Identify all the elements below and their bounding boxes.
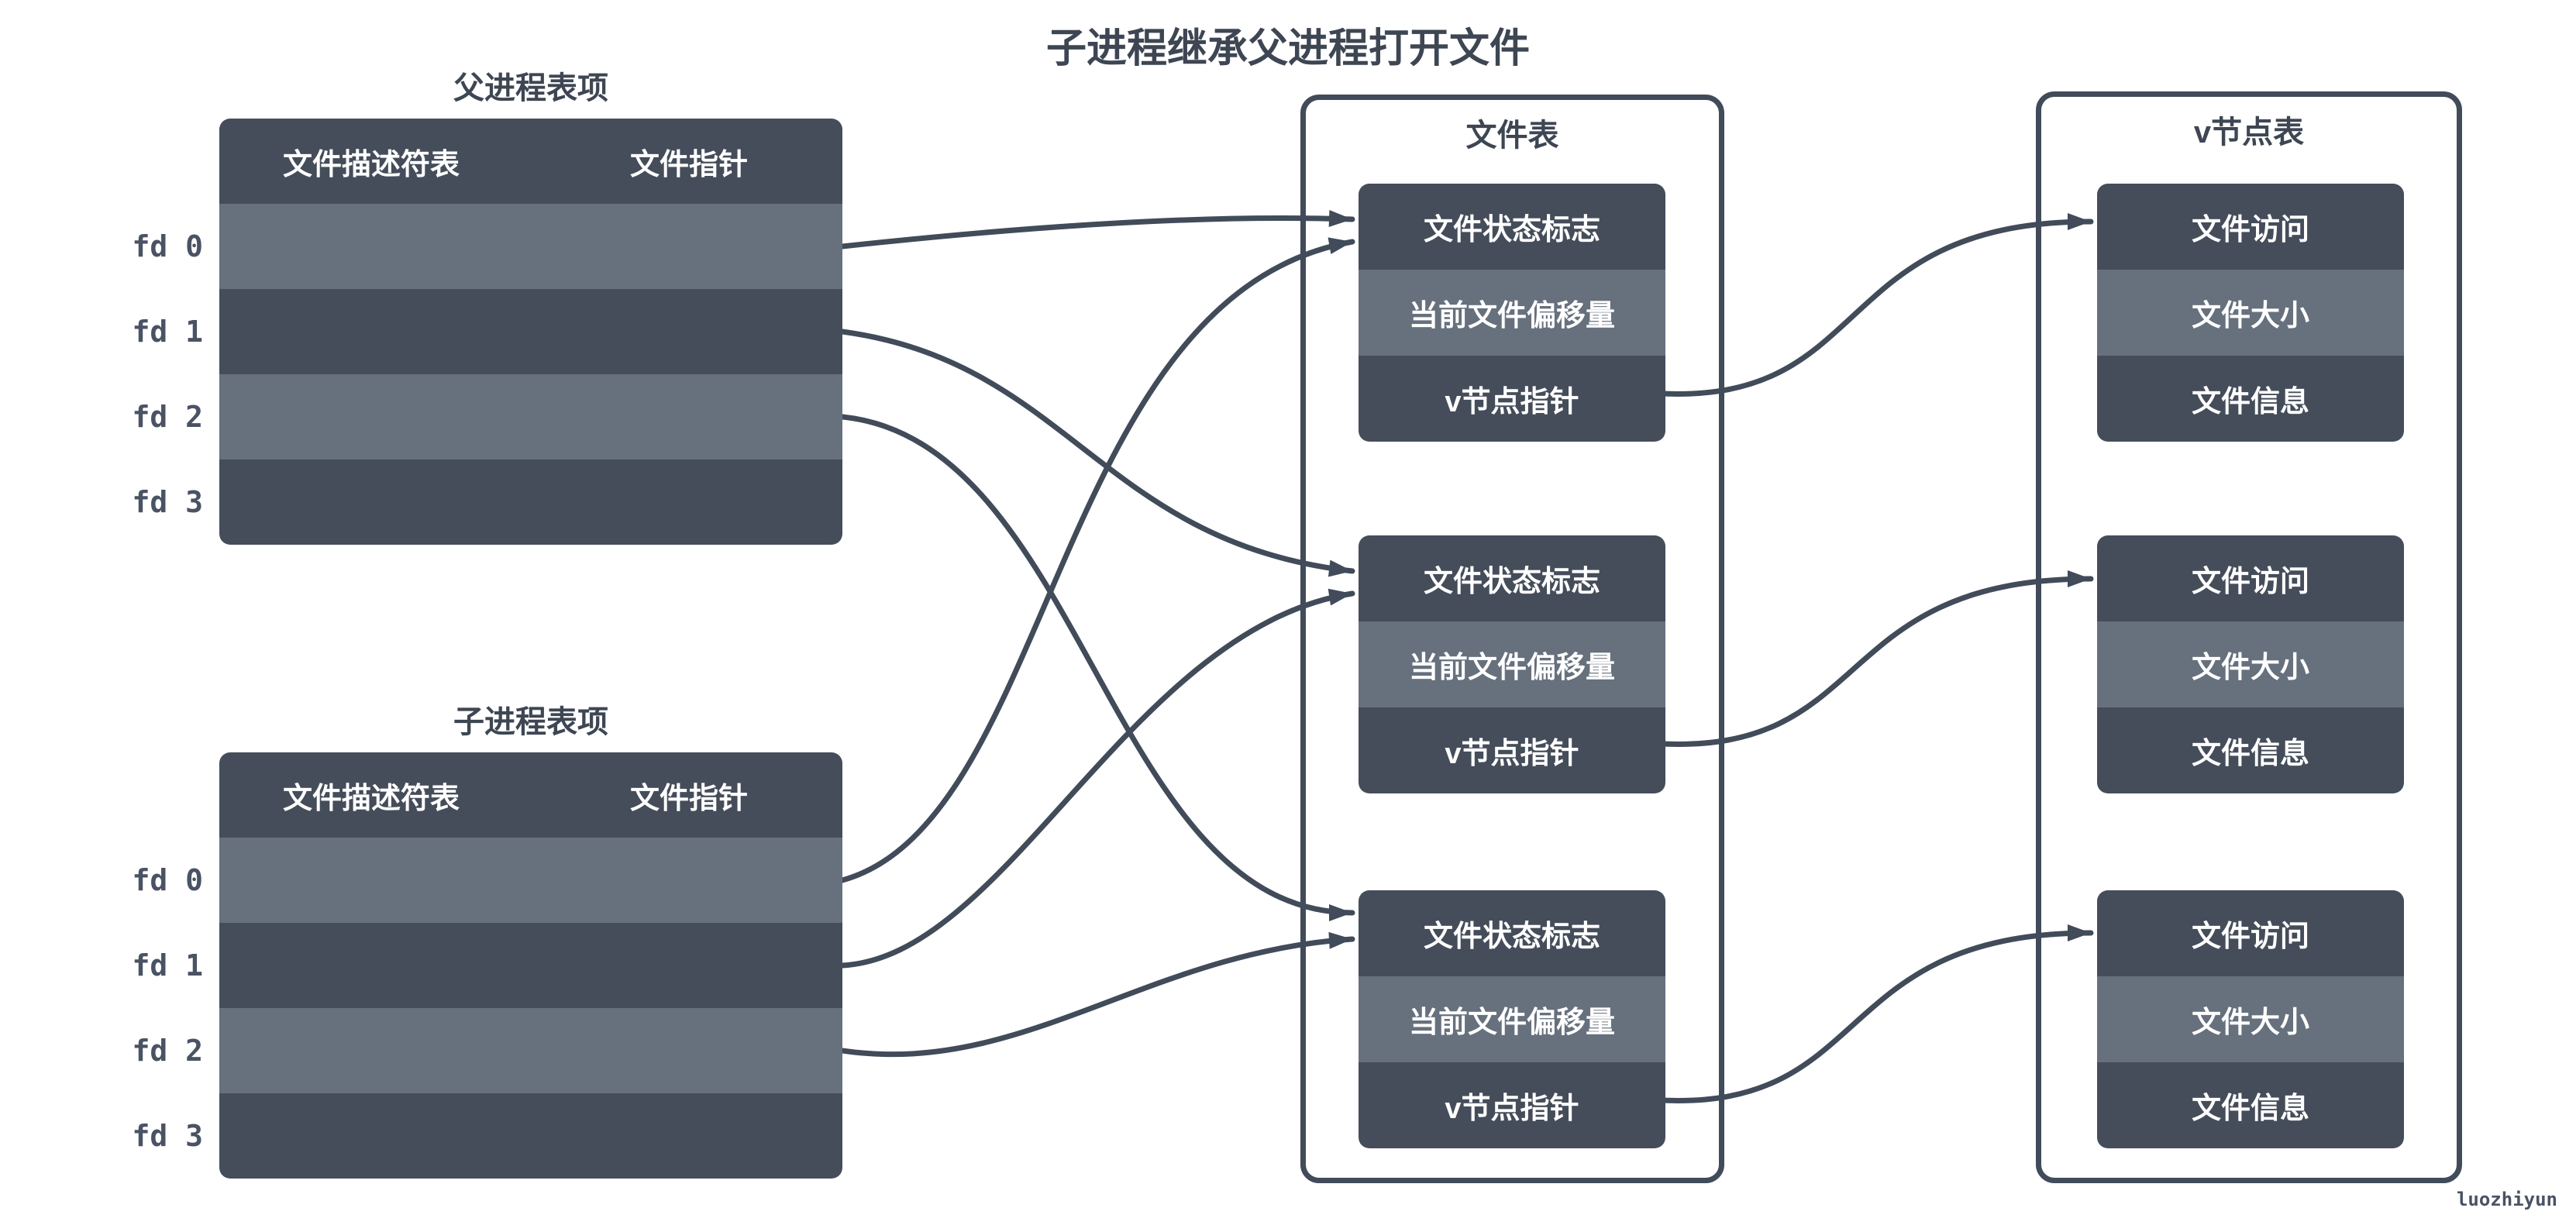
fd-label: fd 0	[132, 229, 203, 263]
fd-label: fd 3	[132, 485, 203, 519]
connection-arrow	[839, 931, 1355, 1058]
parent-table-title: 父进程表项	[453, 71, 608, 105]
parent-table-body: 文件描述符表 文件指针	[219, 119, 842, 545]
header-fd-table: 文件描述符表	[283, 148, 460, 181]
connection-arrow	[1659, 213, 2094, 397]
fd-label: fd 0	[132, 863, 203, 897]
connection-arrow	[839, 329, 1355, 577]
vnode-entry-row: 文件访问	[2097, 535, 2404, 621]
vnode-entry: 文件访问文件大小文件信息	[2097, 535, 2404, 793]
parent-process-table: 父进程表项 文件描述符表 文件指针 fd 0 fd 1 fd 2 fd 3	[0, 70, 842, 545]
file-entry-row: v节点指针	[1359, 356, 1665, 442]
file-entry-row: 当前文件偏移量	[1359, 270, 1665, 356]
vnode-entry-row: 文件信息	[2097, 707, 2404, 793]
fd-label: fd 1	[132, 315, 203, 349]
fd-row	[219, 1008, 842, 1093]
fd-label: fd 2	[132, 400, 203, 434]
connection-arrow	[839, 414, 1355, 921]
vnode-entry-row: 文件信息	[2097, 1062, 2404, 1148]
file-entry-row: 当前文件偏移量	[1359, 621, 1665, 707]
file-entry-row: 文件状态标志	[1359, 890, 1665, 976]
fd-label: fd 2	[132, 1034, 203, 1068]
vnode-table-title: v节点表	[2193, 115, 2305, 150]
watermark: luozhiyun	[2456, 1189, 2557, 1210]
fd-row	[219, 374, 842, 459]
fd-label: fd 1	[132, 948, 203, 983]
header-fd-table: 文件描述符表	[283, 782, 460, 815]
file-table-title: 文件表	[1465, 119, 1559, 153]
connection-arrow	[1659, 924, 2094, 1103]
child-table-body: 文件描述符表 文件指针	[219, 752, 842, 1179]
vnode-entry: 文件访问文件大小文件信息	[2097, 890, 2404, 1148]
vnode-table-container: v节点表 文件访问文件大小文件信息文件访问文件大小文件信息文件访问文件大小文件信…	[2036, 91, 2462, 1183]
file-entry-row: v节点指针	[1359, 1062, 1665, 1148]
vnode-entry-row: 文件大小	[2097, 621, 2404, 707]
connection-arrow	[1659, 570, 2094, 747]
fd-row	[219, 838, 842, 923]
connection-arrow	[839, 237, 1355, 883]
file-entry-row: 文件状态标志	[1359, 184, 1665, 270]
header-file-pointer: 文件指针	[629, 148, 748, 181]
vnode-entry: 文件访问文件大小文件信息	[2097, 184, 2404, 442]
parent-table-header: 文件描述符表 文件指针	[219, 119, 842, 204]
vnode-entry-row: 文件信息	[2097, 356, 2404, 442]
fd-row	[219, 289, 842, 374]
vnode-entry-row: 文件大小	[2097, 270, 2404, 356]
connection-arrow	[839, 588, 1355, 969]
fd-row	[219, 204, 842, 289]
file-entry-row: 文件状态标志	[1359, 535, 1665, 621]
file-entry-row: v节点指针	[1359, 707, 1665, 793]
vnode-entry-row: 文件大小	[2097, 976, 2404, 1062]
file-entry-row: 当前文件偏移量	[1359, 976, 1665, 1062]
fd-label: fd 3	[132, 1119, 203, 1153]
child-table-title: 子进程表项	[453, 705, 608, 739]
vnode-entry-row: 文件访问	[2097, 184, 2404, 270]
fd-row	[219, 459, 842, 545]
connection-arrow	[839, 209, 1355, 249]
fd-row	[219, 1093, 842, 1179]
fd-row	[219, 923, 842, 1008]
child-table-header: 文件描述符表 文件指针	[219, 752, 842, 838]
vnode-entry-row: 文件访问	[2097, 890, 2404, 976]
header-file-pointer: 文件指针	[629, 782, 748, 815]
child-process-table: 子进程表项 文件描述符表 文件指针 fd 0 fd 1 fd 2 fd 3	[0, 704, 842, 1179]
diagram-title: 子进程继承父进程打开文件	[1045, 26, 1530, 71]
